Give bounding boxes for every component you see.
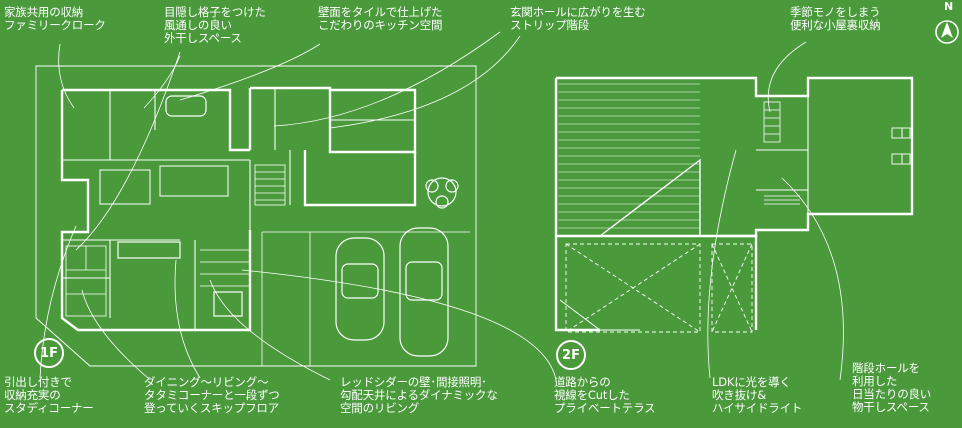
sofa (117, 241, 181, 259)
roof-edge-2f (599, 158, 701, 237)
interior-walls-2f (756, 96, 809, 214)
bathtub (165, 95, 207, 117)
car-right (399, 227, 449, 357)
building-walls-1f (60, 86, 417, 332)
stairs-2f (763, 101, 781, 143)
site-boundary-1f (35, 65, 477, 367)
dining-table (99, 169, 151, 205)
annotation-strip-stairs: 玄関ホールに広がりを生む ストリップ階段 (510, 5, 646, 32)
plant-pot (213, 291, 243, 317)
annotation-tile-kitchen: 壁面をタイルで仕上げた こだわりのキッチン空間 (318, 5, 443, 32)
tatami-corner (65, 245, 107, 317)
annotation-dynamic-living: レッドシダーの壁･間接照明･ 勾配天井によるダイナミックな 空間のリビング (340, 375, 498, 415)
wood-deck-1f (200, 249, 250, 287)
building-walls-2f (554, 76, 914, 332)
floor-tag-2f: 2F (556, 340, 586, 370)
roof-hatch-2f (558, 83, 700, 229)
strip-stairs-1f (254, 164, 286, 206)
annotation-study-corner: 引出し付きで 収納充実の スタディコーナー (4, 375, 94, 415)
annotation-attic-storage: 季節モノをしまう 便利な小屋裏収納 (790, 5, 881, 32)
north-label: N (944, 0, 954, 13)
annotation-laundry-space: 目隠し格子をつけた 風通しの良い 外干しスペース (164, 5, 266, 45)
kitchen-counter (159, 165, 229, 197)
annotation-family-closet: 家族共用の収納 ファミリークローク (4, 5, 106, 32)
north-arrow-icon (935, 20, 959, 44)
leader-lines (39, 31, 844, 381)
annotation-hall-drying: 階段ホールを 利用した 日当たりの良い 物干しスペース (852, 361, 932, 414)
desks-2f (891, 127, 911, 165)
annotation-void-highside: LDKに光を導く 吹き抜け& ハイサイドライト (712, 375, 803, 415)
annotation-skip-floor: ダイニング～リビング～ タタミコーナーと一段ずつ 登っていくスキップフロア (144, 375, 280, 415)
floor-tag-1f: 1F (34, 338, 64, 368)
drying-hall-rails (764, 195, 800, 205)
interior-walls-1f (62, 88, 415, 330)
void-open-ceiling (565, 243, 753, 333)
tree (425, 177, 459, 209)
annotation-private-terrace: 道路からの 視線をCutした プライベートテラス (554, 375, 656, 415)
car-left (335, 237, 385, 341)
